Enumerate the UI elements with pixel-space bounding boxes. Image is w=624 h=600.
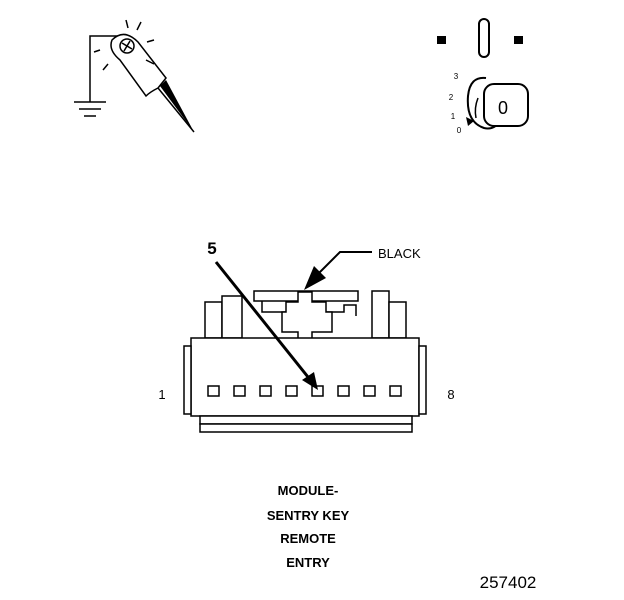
- caption-line-3: REMOTE: [280, 531, 336, 546]
- ignition-position-0: 0: [457, 126, 462, 135]
- figure-number: 257402: [480, 573, 537, 592]
- key-position-label: 0: [498, 98, 508, 118]
- key-icon: [483, 83, 529, 127]
- ignition-indicator-left: [437, 36, 446, 44]
- test-light-icon: [74, 19, 195, 133]
- ignition-position-3: 3: [454, 72, 459, 81]
- connector-pin-3: [259, 385, 272, 397]
- connector-pins: [207, 385, 402, 397]
- pin-5-arrowhead-icon: [302, 372, 318, 390]
- connector-pin-7: [363, 385, 376, 397]
- ignition-switch-icon: 0 3 2 1 0: [437, 18, 529, 135]
- pin-5-callout-label: 5: [207, 239, 216, 258]
- ignition-pointer-icon: [466, 117, 474, 126]
- wire-arrowhead-icon: [304, 266, 326, 290]
- connector-pin-6: [337, 385, 350, 397]
- caption-line-4: ENTRY: [286, 555, 330, 570]
- caption-line-2: SENTRY KEY: [267, 508, 350, 523]
- connector-body: [183, 290, 427, 433]
- ignition-indicator-right: [514, 36, 523, 44]
- connector-pin-8: [389, 385, 402, 397]
- connector-pin-5: [311, 385, 324, 397]
- connector-pin-4: [285, 385, 298, 397]
- caption-line-1: MODULE-: [278, 483, 339, 498]
- ignition-position-1: 1: [451, 112, 456, 121]
- pin-8-label: 8: [447, 387, 454, 402]
- wire-callout-line: [317, 251, 372, 275]
- pin-1-label: 1: [158, 387, 165, 402]
- key-slot-icon: [478, 18, 490, 58]
- ignition-position-2: 2: [449, 93, 454, 102]
- connector-pin-2: [233, 385, 246, 397]
- pin-5-callout-line: [214, 261, 314, 383]
- wire-color-label: BLACK: [378, 246, 421, 261]
- connector-pin-1: [207, 385, 220, 397]
- connector-caption: MODULE- SENTRY KEY REMOTE ENTRY: [267, 483, 350, 570]
